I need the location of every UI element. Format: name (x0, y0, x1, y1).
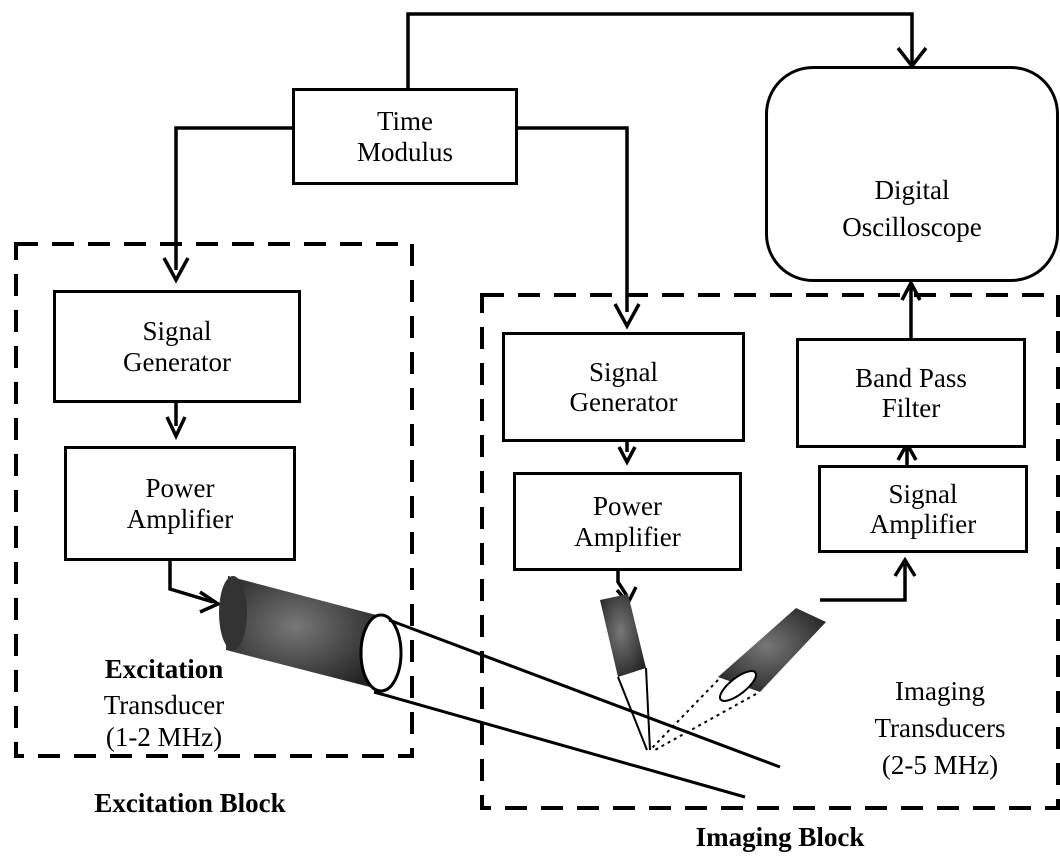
imaging-block-title: Imaging Block (695, 822, 865, 852)
arrowhead-imaging-generator (613, 303, 641, 330)
arrowhead-excitation-transducer (199, 590, 222, 614)
imaging-signal-generator-line2: Generator (569, 387, 678, 417)
arrowhead-excitation-amplifier (165, 416, 187, 441)
time-modulus-box: Time Modulus (292, 88, 518, 185)
imaging-power-amplifier-line1: Power (593, 491, 662, 521)
connector-time-to-imaging-generator (518, 126, 629, 312)
excitation-transducer-label-line3: (1-2 MHz) (105, 722, 223, 752)
arrowhead-excitation-generator (162, 257, 190, 284)
time-modulus-label-line1: Time (376, 106, 434, 136)
imaging-power-amplifier-box: Power Amplifier (513, 472, 742, 571)
excitation-transducer-drawing (219, 576, 403, 693)
excitation-power-amplifier-line2: Amplifier (126, 503, 234, 534)
arrowhead-imaging-amplifier (617, 446, 637, 466)
excitation-power-amplifier-box: Power Amplifier (64, 446, 296, 561)
connector-imaging-amplifier-to-transducer (616, 571, 629, 597)
arrowhead-oscilloscope-input (900, 279, 922, 301)
imaging-signal-generator-box: Signal Generator (502, 332, 745, 442)
imaging-signal-generator-line1: Signal (588, 356, 658, 387)
imaging-transducers-label-line1: Imaging (895, 676, 985, 706)
oscilloscope-label-line2: Oscilloscope (842, 212, 982, 242)
imaging-block-outline (480, 293, 1060, 810)
connector-time-to-excitation-generator (174, 126, 292, 270)
connector-excitation-amplifier-to-transducer (168, 561, 214, 604)
excitation-signal-generator-line1: Signal (142, 316, 212, 346)
connector-receiver-to-signal-amplifier (820, 564, 907, 602)
excitation-power-amplifier-line1: Power (145, 473, 215, 503)
excitation-signal-generator-line2: Generator (123, 346, 231, 377)
excitation-block-outline (14, 242, 414, 758)
signal-amplifier-line1: Signal (888, 478, 958, 509)
arrowhead-signal-amplifier (893, 556, 917, 577)
signal-amplifier-box: Signal Amplifier (818, 465, 1028, 553)
excitation-beam-lower (373, 690, 746, 799)
band-pass-filter-box: Band Pass Filter (796, 338, 1026, 448)
excitation-block-title: Excitation Block (94, 788, 286, 818)
excitation-beam-upper (388, 618, 781, 769)
connector-time-to-oscilloscope (406, 12, 914, 88)
band-pass-filter-line2: Filter (881, 393, 941, 423)
band-pass-filter-line1: Band Pass (855, 362, 967, 393)
excitation-transducer-label-line2: Transducer (103, 690, 225, 720)
imaging-receive-transducer-drawing (651, 608, 826, 751)
imaging-transmit-transducer-drawing (600, 594, 651, 751)
time-modulus-label-line2: Modulus (356, 136, 454, 167)
excitation-transducer-label-line1: Excitation (104, 654, 224, 684)
imaging-transducers-label-line3: (2-5 MHz) (881, 750, 999, 780)
imaging-transducers-label-line2: Transducers (874, 713, 1006, 743)
signal-amplifier-line2: Amplifier (869, 509, 977, 539)
imaging-power-amplifier-line2: Amplifier (574, 521, 681, 552)
digital-oscilloscope-box: Digital Oscilloscope (765, 66, 1059, 282)
excitation-signal-generator-box: Signal Generator (53, 290, 301, 403)
oscilloscope-label-line1: Digital (874, 175, 950, 205)
